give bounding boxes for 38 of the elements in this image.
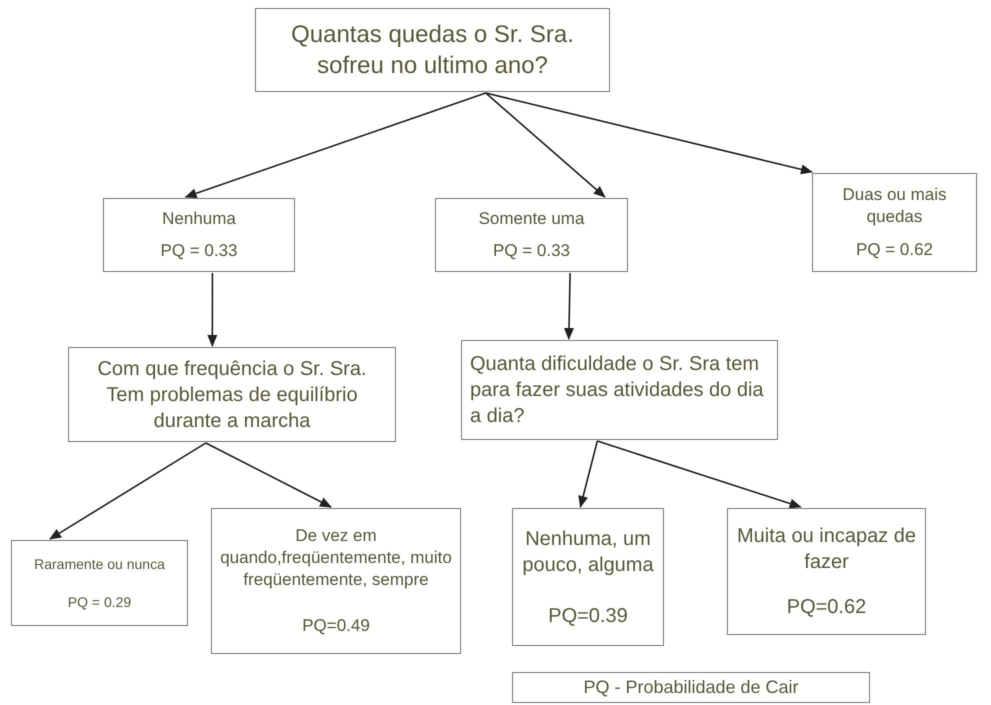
box-text: Nenhuma — [162, 208, 236, 230]
arrow — [485, 92, 606, 198]
box-text: PQ = 0.62 — [856, 239, 934, 262]
box-text: Raramente ou nunca — [34, 554, 165, 574]
box-text: PQ=0.62 — [786, 595, 866, 620]
box-text: Duas ou mais quedas — [842, 184, 948, 228]
arrow — [597, 440, 802, 508]
arrow — [184, 92, 486, 198]
box-text: PQ=0.39 — [548, 604, 628, 628]
arrow — [207, 273, 218, 347]
process-box — [68, 347, 396, 442]
box-text: Nenhuma, um pouco, alguma — [521, 526, 655, 578]
box-text: PQ=0.49 — [302, 615, 370, 637]
process-box — [103, 198, 295, 272]
box-text: Com que frequência o Sr. Sra. Tem problemas de equilíbrio durante a marcha — [96, 356, 368, 434]
box-text: PQ = 0.33 — [492, 240, 570, 262]
process-box — [435, 198, 628, 272]
box-text: Quanta dificuldade o Sr. Sra tem para fazer suas atividades do dia a dia? — [470, 352, 765, 429]
process-box — [255, 8, 610, 92]
process-box — [812, 173, 977, 272]
process-box — [727, 508, 926, 635]
arrow — [578, 440, 598, 508]
arrow — [564, 272, 574, 340]
arrow — [486, 92, 813, 174]
box-text: Muita ou incapaz de fazer — [736, 524, 917, 575]
box-text: PQ = 0.33 — [160, 240, 238, 262]
process-box — [512, 508, 664, 646]
arrow — [49, 442, 206, 540]
box-text: De vez em quando,freqüentemente, muito freqüentemente, sempre — [220, 524, 452, 592]
box-text: PQ = 0.29 — [68, 592, 132, 612]
process-box — [11, 540, 188, 626]
box-text: Quantas quedas o Sr. Sra. sofreu no ultimo ano? — [290, 20, 575, 81]
box-text: Somente uma — [478, 208, 584, 230]
arrow — [205, 442, 332, 508]
process-box — [461, 340, 778, 440]
box-text: PQ - Probabilidade de Cair — [583, 676, 799, 699]
process-box — [512, 672, 870, 703]
process-box — [211, 508, 461, 654]
